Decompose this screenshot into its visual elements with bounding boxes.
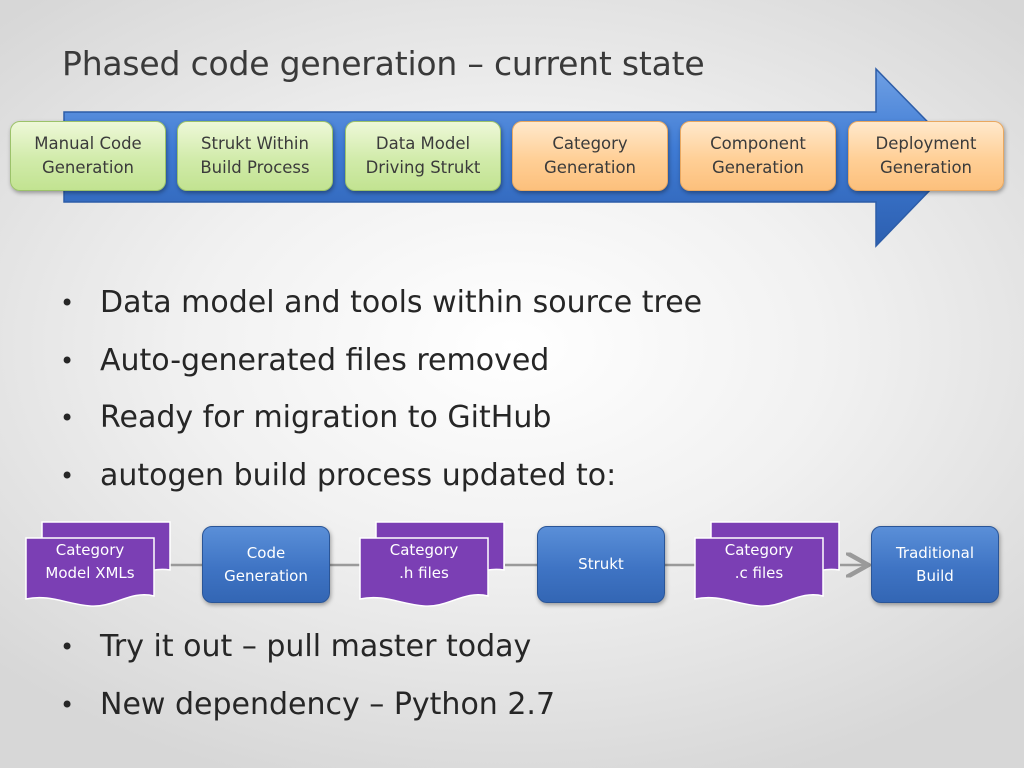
doc-category-h-files: Category .h files [359,521,505,607]
multi-document-icon [25,521,171,607]
doc-category-c-files: Category .c files [694,521,840,607]
bullet-dot-icon: • [60,404,75,432]
bullet-text: Try it out – pull master today [100,629,532,664]
doc-label: Category .c files [724,541,794,582]
phase-label: Deployment Generation [875,134,977,177]
bullet-item: • Ready for migration to GitHub [60,401,702,459]
process-traditional-build: Traditional Build [871,526,999,603]
bullet-item: • Data model and tools within source tree [60,286,702,344]
multi-document-icon [694,521,840,607]
bullet-text: New dependency – Python 2.7 [100,686,556,722]
process-label: Traditional Build [895,543,975,585]
phase-deployment-generation: Deployment Generation [848,121,1004,191]
bullet-text: Auto-generated files removed [100,342,550,378]
bullet-dot-icon: • [60,289,75,317]
bullet-dot-icon: • [60,461,75,490]
bullet-list-bottom: • Try it out – pull master today • New dep… [60,630,555,745]
bullet-list-top: • Data model and tools within source tree… [60,286,702,516]
bullet-item: • Auto-generated files removed [60,342,702,402]
phase-component-generation: Component Generation [680,121,836,191]
process-code-generation: Code Generation [202,526,330,603]
bullet-item: • New dependency – Python 2.7 [60,686,556,746]
phase-label: Category Generation [543,134,637,177]
phase-category-generation: Category Generation [512,121,668,191]
bullet-dot-icon: • [60,633,75,661]
phase-label: Strukt Within Build Process [200,134,310,177]
multi-document-icon [359,521,505,607]
bullet-item: • Try it out – pull master today [60,630,555,688]
phase-data-model-driving-strukt: Data Model Driving Strukt [345,121,501,191]
phase-label: Data Model Driving Strukt [365,134,481,177]
doc-category-model-xmls: Category Model XMLs [25,521,171,607]
phase-label: Manual Code Generation [34,134,142,177]
phase-strukt-within-build-process: Strukt Within Build Process [177,121,333,191]
doc-label: Category .h files [389,541,459,582]
bullet-text: Data model and tools within source tree [100,285,703,320]
process-strukt: Strukt [537,526,665,603]
slide-title: Phased code generation – current state [62,44,705,83]
bullet-text: autogen build process updated to: [100,457,617,493]
bullet-dot-icon: • [60,690,75,719]
phase-label: Component Generation [710,134,806,177]
process-label: Code Generation [224,543,308,585]
bullet-text: Ready for migration to GitHub [100,400,552,435]
phase-manual-code-generation: Manual Code Generation [10,121,166,191]
bullet-dot-icon: • [60,346,75,375]
process-label: Strukt [578,555,624,573]
doc-label: Category Model XMLs [45,541,135,582]
bullet-item: • autogen build process updated to: [60,457,702,517]
